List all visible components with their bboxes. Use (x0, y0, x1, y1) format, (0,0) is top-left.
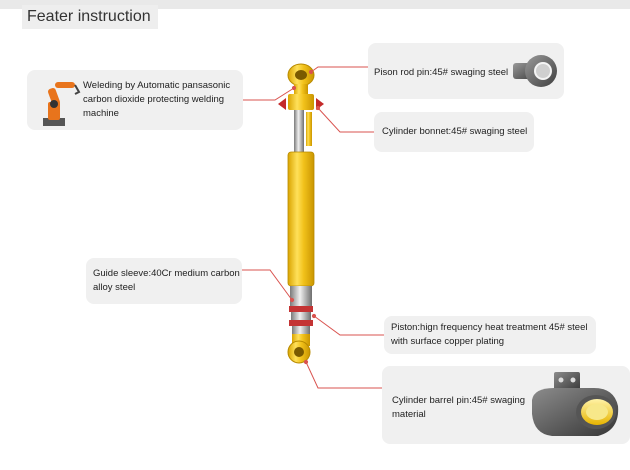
barrel-eye (287, 334, 311, 364)
welding-text: Weleding by Automatic pansasonic carbon … (83, 80, 231, 119)
hose-line (306, 112, 312, 146)
barrel-pin-text: Cylinder barrel pin:45# swaging material (392, 395, 526, 420)
piston-rod-pin-text: Pison rod pin:45# swaging steel (374, 67, 509, 78)
page-title: Feater instruction (27, 8, 151, 25)
section-header: Feater instruction (22, 5, 158, 29)
callout-welding: Weleding by Automatic pansasonic carbon … (27, 70, 243, 130)
piston-section (289, 286, 313, 334)
cylinder-bonnet-text: Cylinder bonnet:45# swaging steel (382, 126, 528, 137)
top-bar (0, 0, 630, 9)
piston-rod (294, 110, 304, 154)
welding-robot-icon (43, 82, 81, 126)
piston-text: Piston:hign frequency heat treatment 45#… (391, 322, 588, 347)
barrel-pin-part-icon (532, 372, 619, 436)
callout-piston-rod-pin: Pison rod pin:45# swaging steel (368, 43, 564, 99)
callout-guide-sleeve: Guide sleeve:40Cr medium carbon alloy st… (86, 258, 242, 304)
guide-sleeve-text: Guide sleeve:40Cr medium carbon alloy st… (93, 268, 240, 293)
callout-barrel-pin: Cylinder barrel pin:45# swaging material (382, 366, 630, 444)
callout-piston: Piston:hign frequency heat treatment 45#… (384, 316, 596, 354)
rod-eye (287, 63, 315, 98)
rod-pin-part-icon (513, 55, 557, 87)
callout-cylinder-bonnet: Cylinder bonnet:45# swaging steel (374, 112, 534, 152)
leader-lines (242, 66, 384, 389)
cylinder-barrel (287, 151, 315, 287)
